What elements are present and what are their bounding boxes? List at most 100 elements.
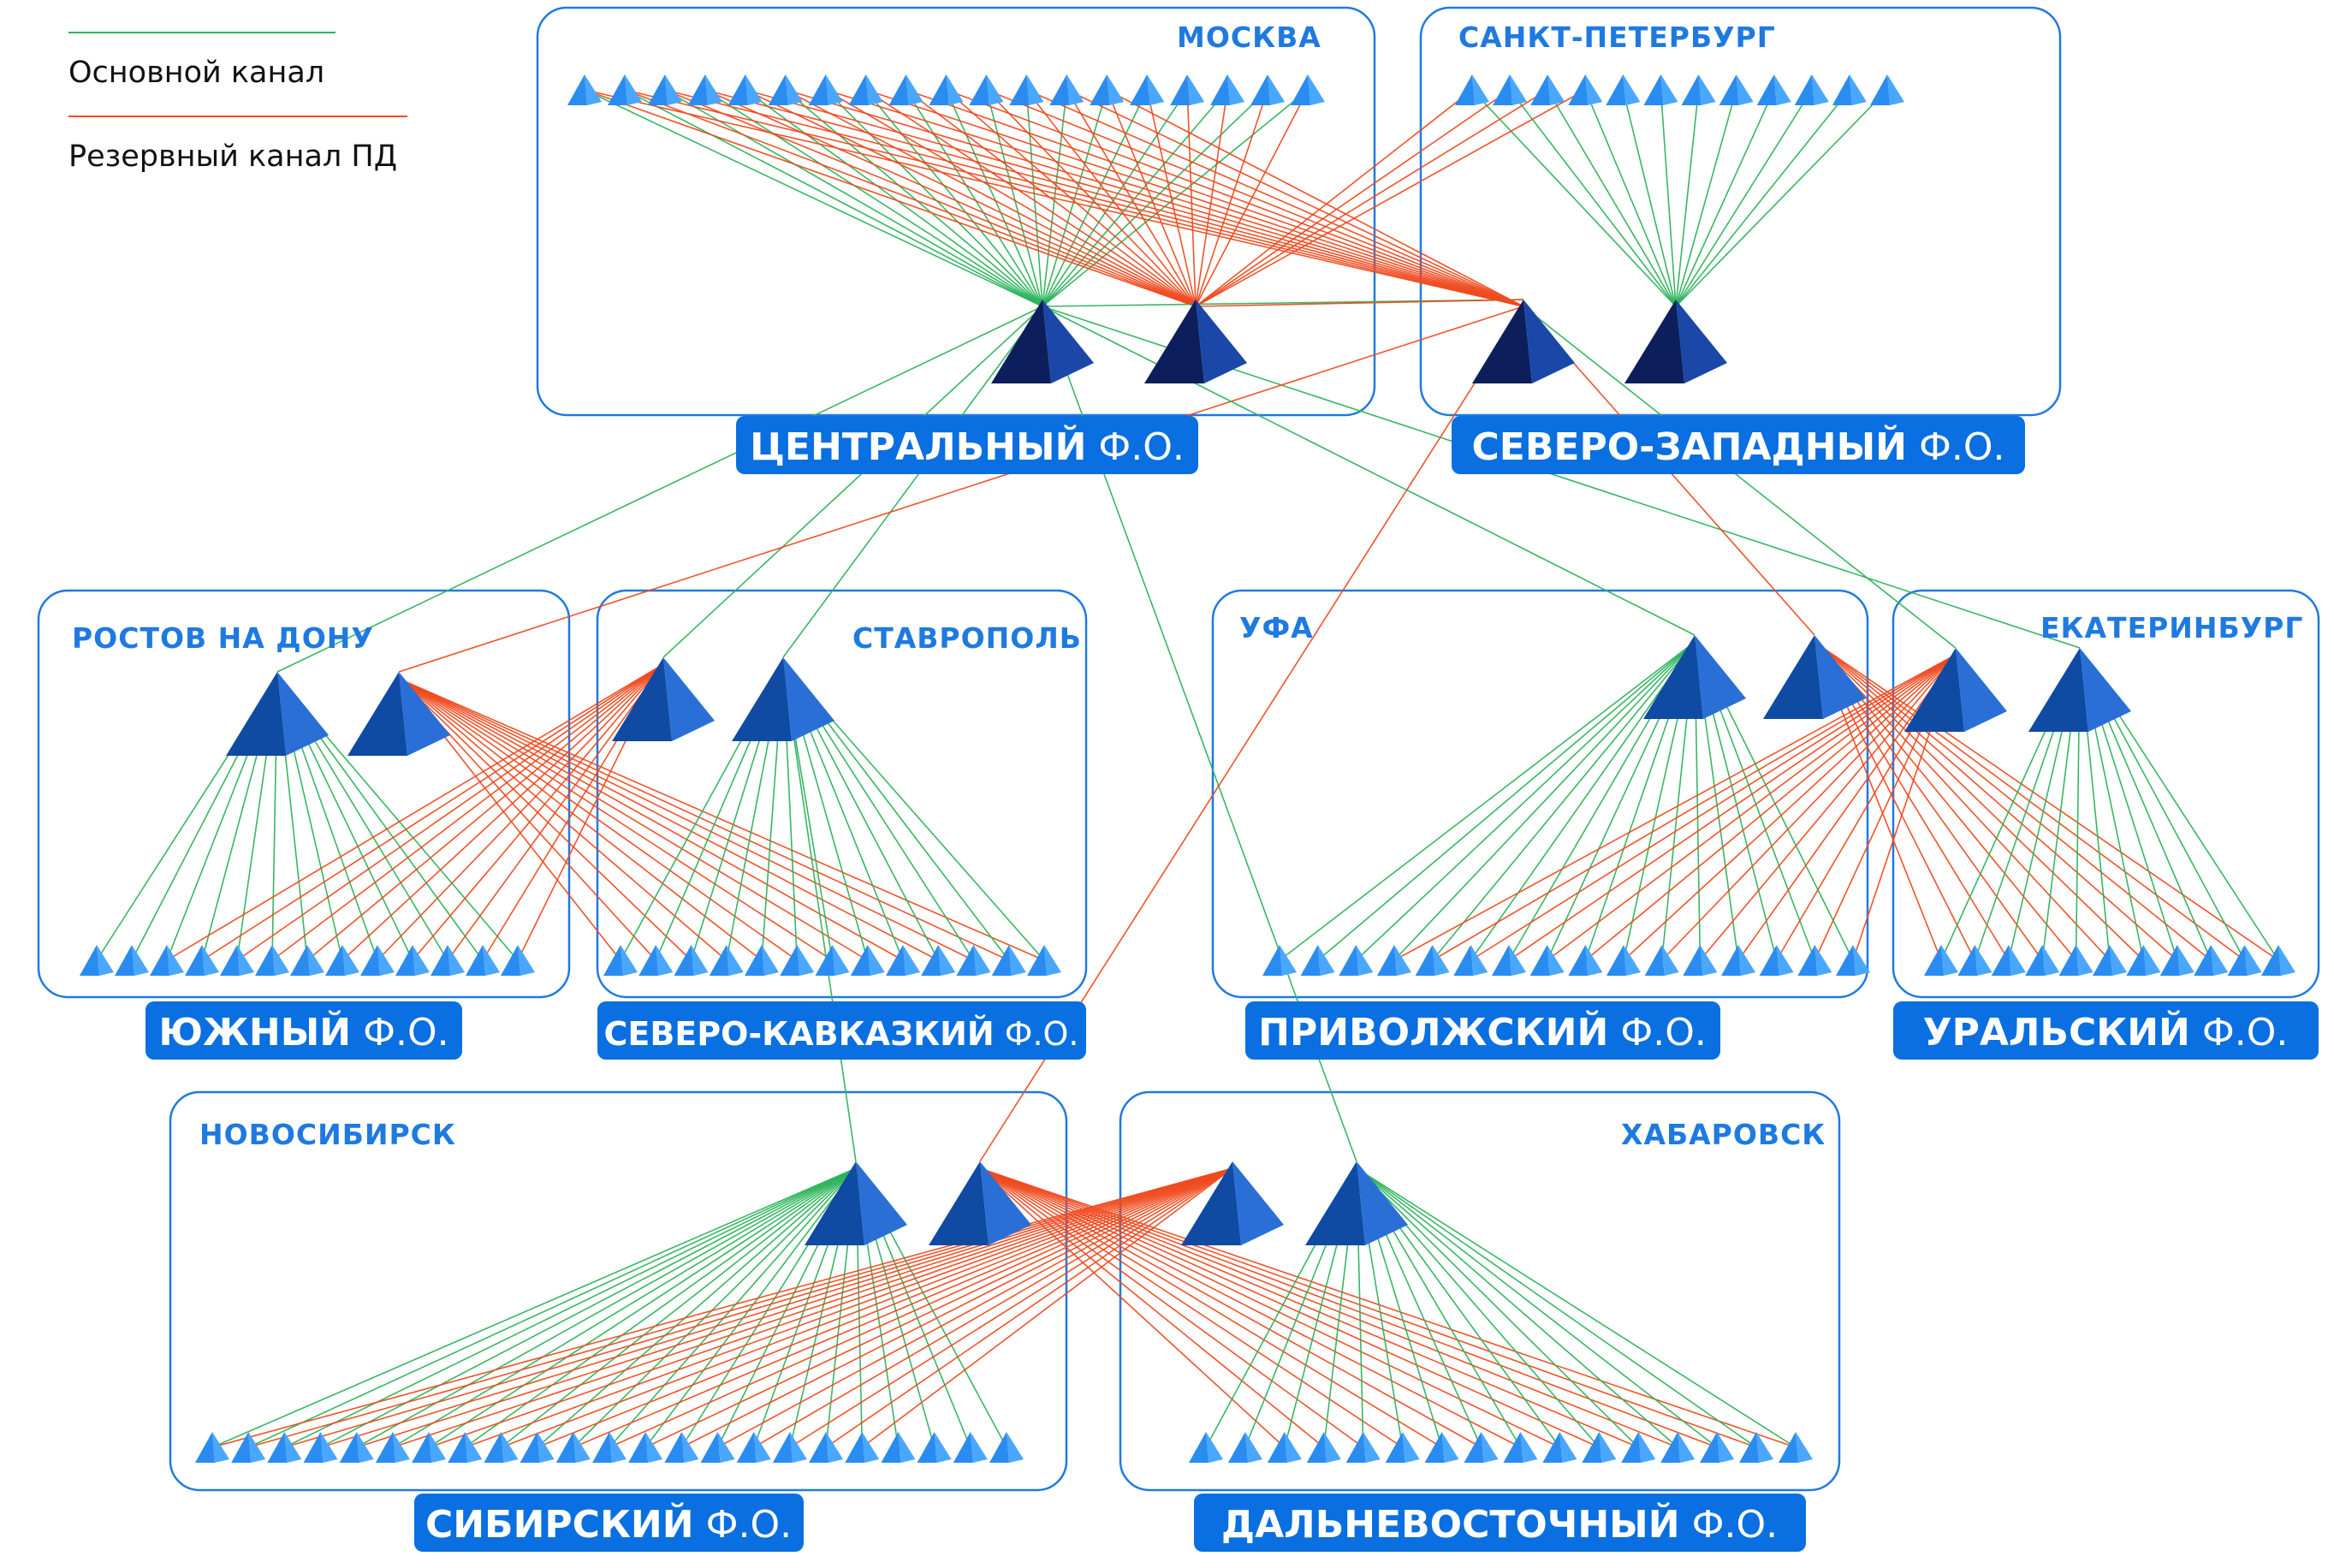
endpoint-node-icon (1377, 945, 1411, 976)
backup-channel-line (979, 1167, 1404, 1448)
endpoint-node-icon (448, 1432, 483, 1463)
backup-channel-line (704, 89, 1524, 307)
endpoint-node-icon (808, 74, 843, 105)
primary-channel-line (1317, 641, 1696, 961)
endpoint-node-icon (1681, 74, 1716, 105)
endpoint-node-icon (1415, 945, 1450, 976)
region-frame-volga (1211, 589, 1869, 999)
endpoint-node-icon (929, 74, 964, 105)
backup-channel-line (573, 1167, 1233, 1448)
endpoint-node-icon (2159, 945, 2194, 976)
endpoint-node-icon (339, 1432, 374, 1463)
backup-channel-line (906, 89, 1197, 307)
endpoint-node-icon (780, 945, 815, 976)
backup-channel-line (306, 663, 664, 961)
endpoint-node-icon (466, 945, 500, 976)
hub-pyramid-icon (226, 672, 329, 756)
backup-channel-line (1195, 89, 1511, 307)
primary-channel-line (1675, 89, 1850, 307)
city-label-spb: САНКТ-ПЕТЕРБУРГ (1458, 21, 1776, 54)
backup-channel-line (412, 663, 664, 961)
endpoint-node-icon (674, 945, 709, 976)
backup-channel-line (745, 89, 1524, 307)
endpoint-node-icon (1542, 1432, 1577, 1463)
endpoint-node-icon (2126, 945, 2161, 976)
district-suffix-northwest: Ф.О. (1919, 425, 2004, 469)
backup-channel-line (704, 89, 1197, 307)
endpoint-node-icon (664, 1432, 699, 1463)
endpoint-node-icon (1250, 74, 1286, 105)
endpoint-node-icon (848, 74, 883, 105)
backup-channel-line (1393, 654, 1957, 961)
backup-channel-line (946, 89, 1524, 307)
backup-channel-line (945, 89, 1197, 307)
city-label-novosibirsk: НОВОСИБИРСК (199, 1118, 456, 1151)
backup-channel-line (644, 1167, 1233, 1448)
endpoint-node-icon (255, 945, 289, 976)
backup-channel-line (584, 89, 1197, 307)
primary-channel-line (1470, 641, 1696, 961)
backup-channel-line (979, 1167, 1600, 1448)
primary-channel-line (745, 89, 1043, 307)
endpoint-node-icon (2227, 945, 2262, 976)
primary-channel-line (1675, 89, 1737, 307)
backup-channel-line (979, 1167, 1678, 1448)
primary-channel-line (276, 306, 1043, 673)
primary-channel-line (356, 1167, 857, 1448)
backup-channel-line (717, 1167, 1233, 1448)
backup-channel-line (609, 1167, 1233, 1448)
endpoint-node-icon (1568, 945, 1603, 976)
backup-channel-line (211, 1167, 1233, 1448)
backup-channel-line (1146, 89, 1197, 307)
endpoint-node-icon (745, 945, 779, 976)
backup-channel-line (1195, 89, 1309, 307)
backup-channel-line (1470, 654, 1957, 961)
endpoint-node-icon (501, 945, 535, 976)
endpoint-node-icon (953, 1432, 988, 1463)
endpoint-node-icon (1870, 74, 1904, 105)
endpoint-node-icon (1643, 74, 1678, 105)
backup-channel-line (789, 1167, 1233, 1448)
endpoint-node-icon (1991, 945, 2026, 976)
endpoint-node-icon (989, 1432, 1024, 1463)
district-suffix-south: Ф.О. (363, 1011, 448, 1054)
backup-channel-line (501, 1167, 1233, 1448)
hub-pyramid-icon (1763, 635, 1866, 719)
backup-channel-line (398, 678, 692, 961)
legend-primary-label: Основной канал (68, 56, 324, 90)
district-name-volga: ПРИВОЛЖСКИЙ (1258, 1009, 1608, 1054)
primary-channel-line (985, 89, 1043, 307)
backup-channel-line (398, 306, 1524, 673)
primary-channel-line (584, 89, 1043, 307)
primary-channel-line (1025, 89, 1043, 307)
primary-channel-line (1356, 1167, 1639, 1448)
backup-channel-line (1432, 654, 1957, 961)
primary-channel-line (1471, 89, 1677, 307)
endpoint-node-icon (991, 945, 1026, 976)
endpoint-node-icon (520, 1432, 555, 1463)
district-name-south: ЮЖНЫЙ (158, 1009, 351, 1054)
endpoint-node-icon (1130, 74, 1165, 105)
endpoint-node-icon (1924, 945, 1958, 976)
backup-channel-line (201, 663, 664, 961)
primary-channel-line (1356, 1167, 1757, 1448)
endpoint-node-icon (1794, 74, 1829, 105)
primary-channel-line (864, 89, 1043, 307)
primary-channel-line (428, 1167, 857, 1448)
endpoint-node-icon (1464, 1432, 1499, 1463)
endpoint-node-icon (231, 1432, 266, 1463)
backup-channel-line (979, 1167, 1286, 1448)
backup-channel-line (1195, 89, 1548, 307)
primary-channel-line (1675, 89, 1700, 307)
hub-pyramid-icon (1472, 300, 1575, 383)
endpoint-node-icon (1832, 74, 1867, 105)
backup-channel-line (825, 1167, 1233, 1448)
endpoint-node-icon (700, 1432, 735, 1463)
primary-channel-line (320, 1167, 857, 1448)
